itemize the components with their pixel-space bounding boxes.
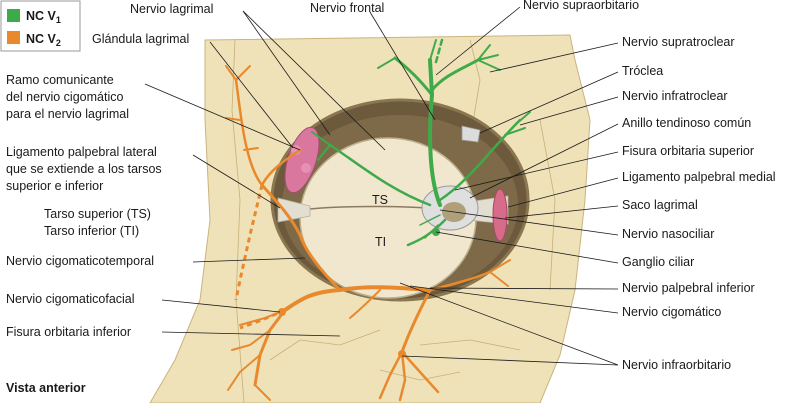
v1-legend-text: NC V1 [26, 9, 61, 25]
leader-lines [144, 6, 619, 366]
lateral-ligament-label-2: que se extiende a los tarsos [6, 162, 162, 176]
lateral-ligament-label-3: superior e inferior [6, 179, 103, 193]
tendinous-ring-label: Anillo tendinoso común [622, 116, 751, 130]
frontal-nerve-label: Nervio frontal [310, 1, 384, 15]
communicating-branch-label-1: Ramo comunicante [6, 73, 114, 87]
v2-nerves [225, 65, 511, 402]
view-label: Vista anterior [6, 381, 86, 395]
infratrochlear-nerve-label: Nervio infratroclear [622, 89, 728, 103]
lacrimal-sac [492, 188, 508, 242]
zygomaticotemporal-label: Nervio cigomaticotemporal [6, 254, 154, 268]
nasociliary-nerve-label: Nervio nasociliar [622, 227, 714, 241]
zygomaticotemporal-dash [234, 184, 264, 301]
trochlea [461, 125, 481, 143]
supraorbital-nerve-label: Nervio supraorbitario [523, 0, 639, 12]
zygomaticofacial-dash [239, 308, 286, 330]
ti-label: TI [375, 235, 386, 249]
superior-orbital-fissure-label: Fisura orbitaria superior [622, 144, 754, 158]
lateral-palpebral-ligament [277, 197, 311, 223]
tarsus-inferior-label: Tarso inferior (TI) [44, 224, 139, 238]
medial-palpebral-ligament-label: Ligamento palpebral medial [622, 170, 776, 184]
zygomatic-nerve-label: Nervio cigomático [622, 305, 721, 319]
communicating-branch-label-2: del nervio cigomático [6, 90, 123, 104]
inferior-orbital-fissure-label: Fisura orbitaria inferior [6, 325, 131, 339]
inferior-palpebral-nerve-label: Nervio palpebral inferior [622, 281, 755, 295]
supraorbital-dash [434, 38, 444, 64]
lacrimal-nerve-label: Nervio lagrimal [130, 2, 213, 16]
v2-legend-text: NC V2 [26, 32, 61, 48]
trochlea-label: Tróclea [622, 64, 663, 78]
v2-legend-swatch [7, 31, 20, 44]
zygomaticofacial-label: Nervio cigomaticofacial [6, 292, 135, 306]
v1-legend-swatch [7, 9, 20, 22]
legend: NC V1 NC V2 [0, 0, 81, 52]
tarsus-superior-label: Tarso superior (TS) [44, 207, 151, 221]
ts-label: TS [372, 193, 388, 207]
lacrimal-sac-label: Saco lagrimal [622, 198, 698, 212]
infraorbital-nerve-label: Nervio infraorbitario [622, 358, 731, 372]
lateral-ligament-label-1: Ligamento palpebral lateral [6, 145, 157, 159]
ciliary-ganglion-label: Ganglio ciliar [622, 255, 694, 269]
lacrimal-gland-label: Glándula lagrimal [92, 32, 189, 46]
communicating-branch-label-3: para el nervio lagrimal [6, 107, 129, 121]
supratrochlear-nerve-label: Nervio supratroclear [622, 35, 735, 49]
v1-nerves [311, 39, 531, 247]
